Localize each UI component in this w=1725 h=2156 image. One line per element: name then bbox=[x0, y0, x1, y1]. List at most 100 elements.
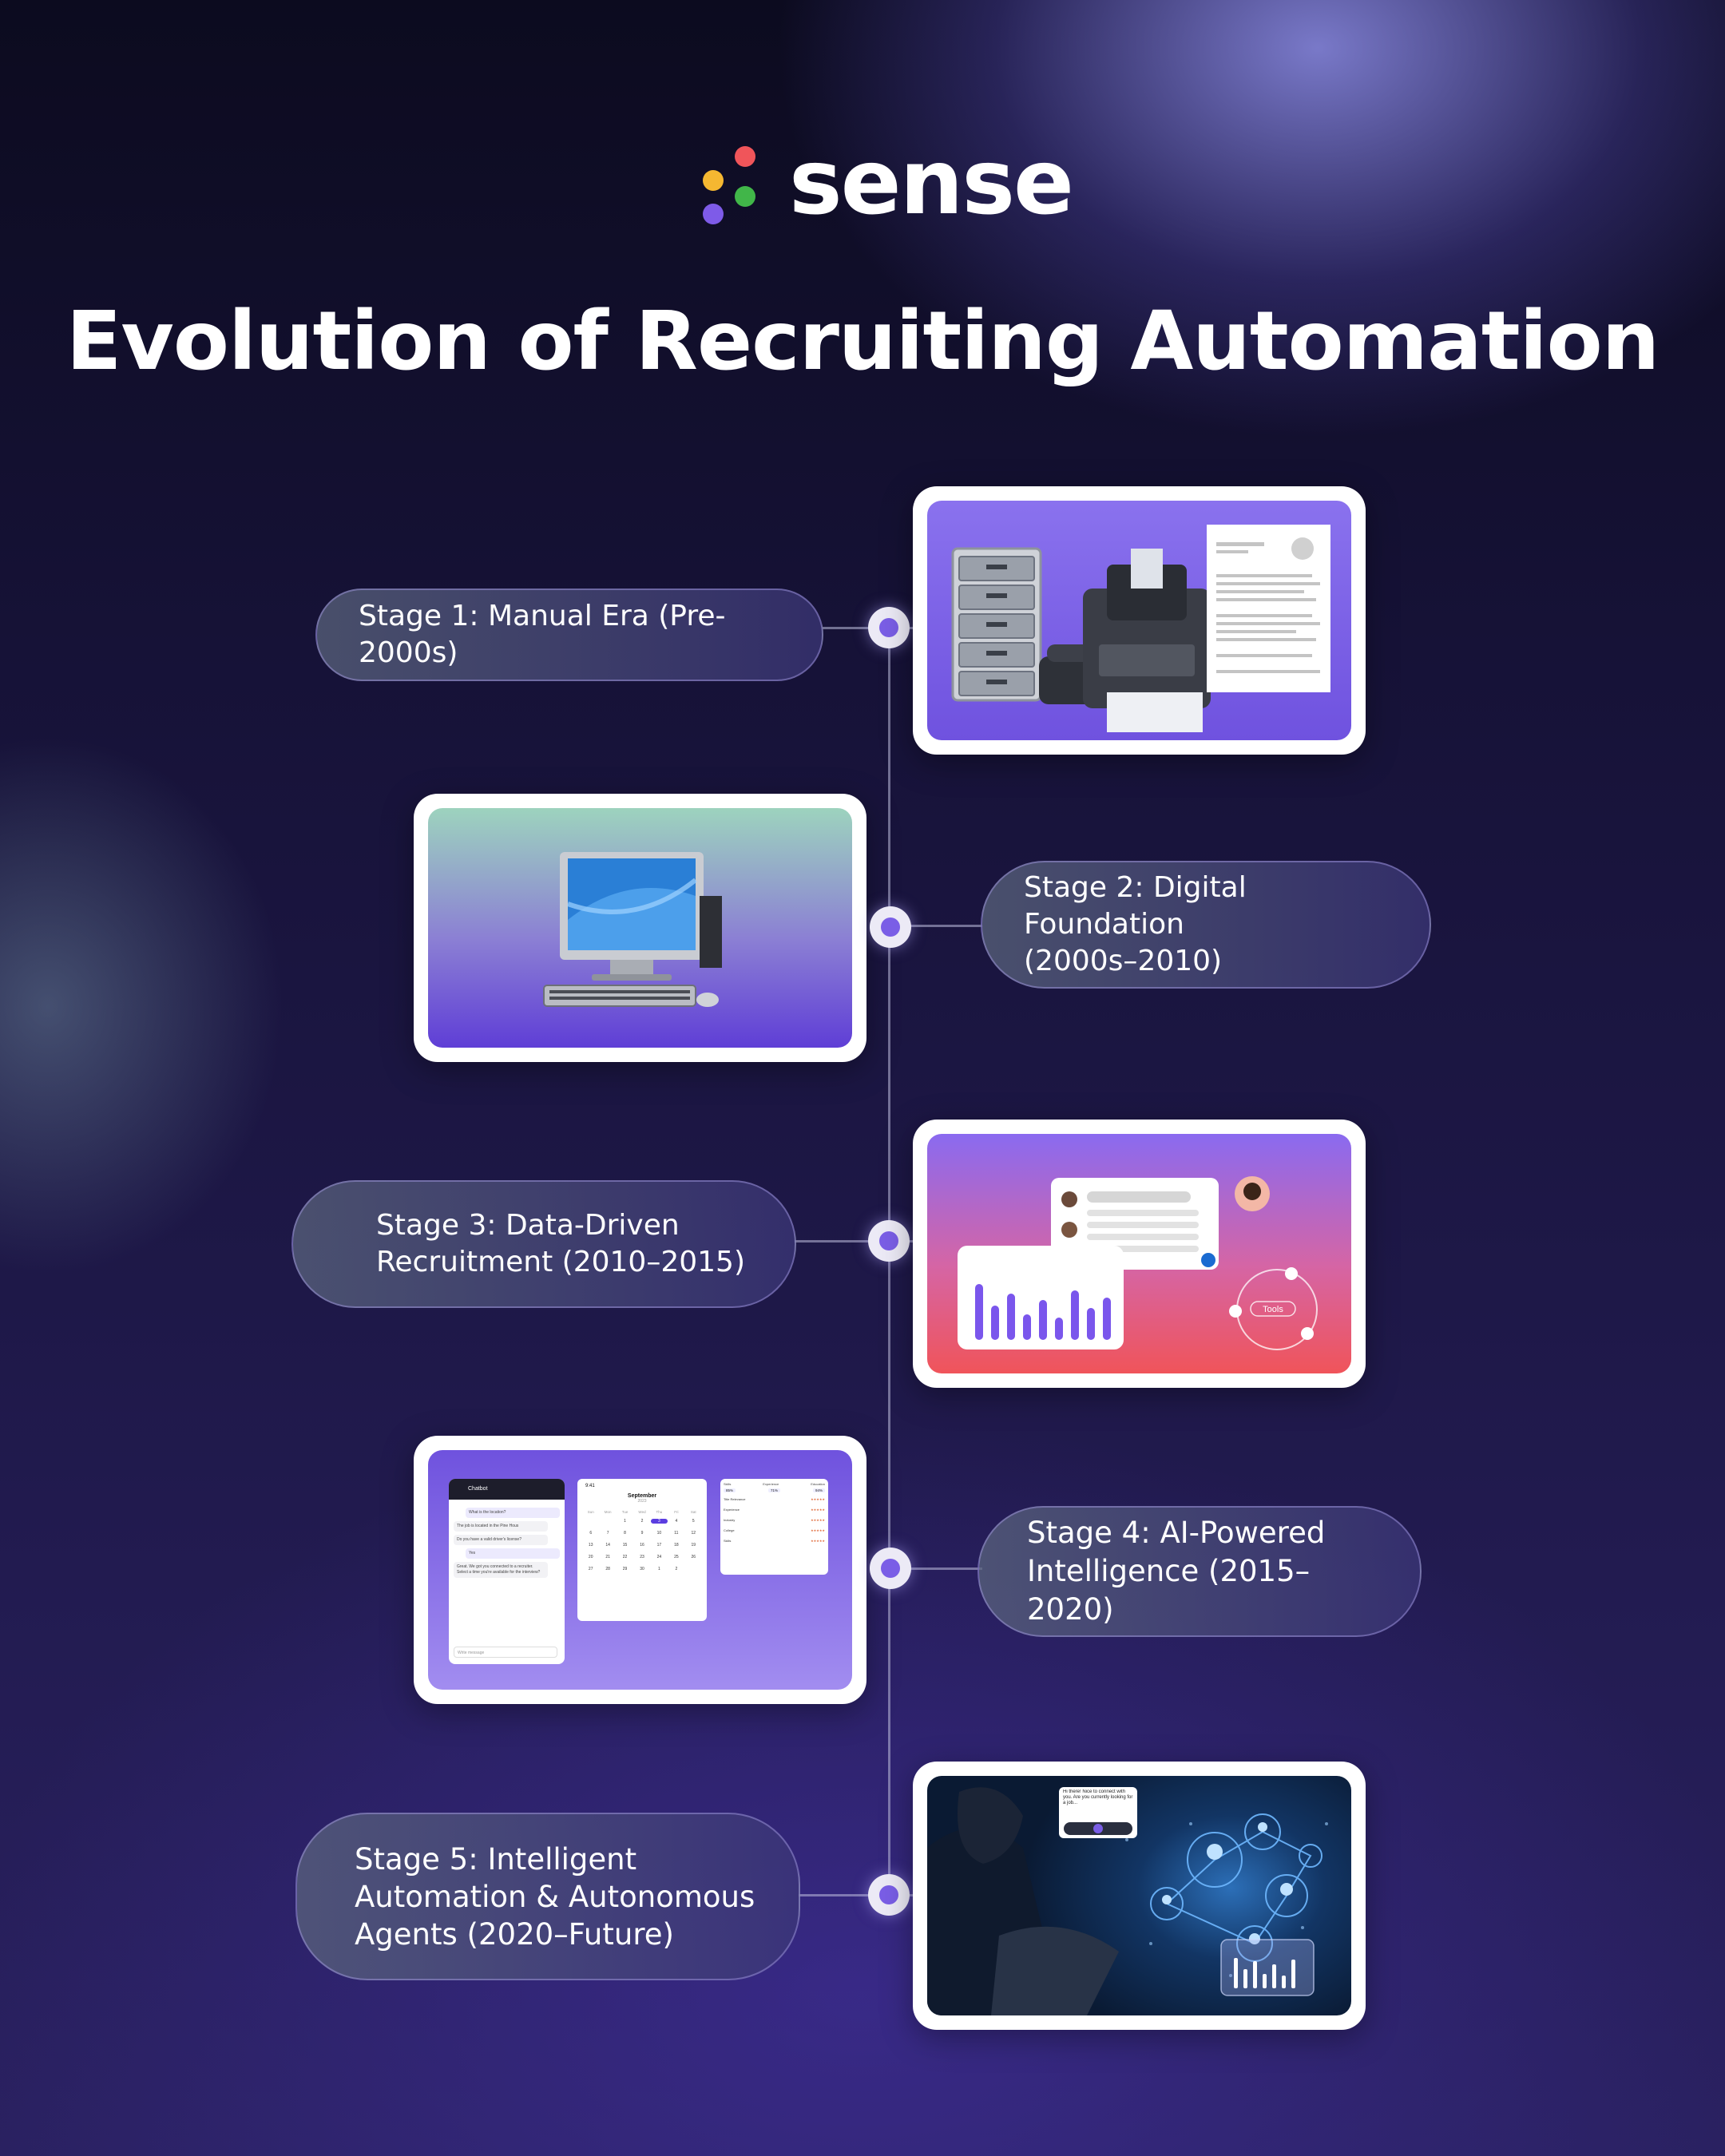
logo-dots-icon bbox=[703, 146, 767, 226]
calendar-day[interactable]: 18 bbox=[668, 1543, 684, 1548]
score-header: Skills bbox=[724, 1482, 731, 1486]
stage-1-pill: Stage 1: Manual Era (Pre-2000s) bbox=[315, 589, 823, 681]
chatbot-header: Chatbot bbox=[449, 1479, 565, 1500]
stage-2-node bbox=[870, 906, 911, 948]
score-values: 85% 71% 94% bbox=[724, 1488, 825, 1492]
calendar-day[interactable]: 29 bbox=[617, 1567, 633, 1571]
calendar-weekday: Thu bbox=[651, 1510, 668, 1514]
chat-message: Do you have a valid driver's license? bbox=[454, 1535, 548, 1545]
calendar-day[interactable]: 15 bbox=[617, 1543, 633, 1548]
calendar-day[interactable]: 8 bbox=[617, 1531, 633, 1536]
calendar-day[interactable]: 13 bbox=[582, 1543, 599, 1548]
calendar-day[interactable] bbox=[599, 1519, 616, 1524]
score-value: 94% bbox=[813, 1488, 825, 1492]
brand-name: sense bbox=[789, 131, 1073, 235]
stage-5-label: Stage 5: Intelligent Automation & Autono… bbox=[355, 1841, 755, 1953]
calendar-day[interactable]: 7 bbox=[599, 1531, 616, 1536]
calendar-day[interactable]: 20 bbox=[582, 1555, 599, 1560]
tools-label: Tools bbox=[1263, 1305, 1283, 1314]
calendar-day[interactable]: 28 bbox=[599, 1567, 616, 1571]
score-row: College★★★★★ bbox=[724, 1528, 825, 1533]
stage-2-image-card bbox=[414, 794, 866, 1062]
chat-messages: What is the location? The job is located … bbox=[449, 1500, 565, 1586]
calendar-day[interactable]: 14 bbox=[599, 1543, 616, 1548]
calendar-weekday: Fri bbox=[668, 1510, 684, 1514]
calendar-day[interactable]: 16 bbox=[633, 1543, 650, 1548]
score-header: Experience bbox=[763, 1482, 779, 1486]
calendar-day[interactable]: 2 bbox=[633, 1519, 650, 1524]
calendar-day[interactable]: 1 bbox=[617, 1519, 633, 1524]
calendar-day[interactable]: 5 bbox=[685, 1519, 702, 1524]
calendar-weekday: Tue bbox=[617, 1510, 633, 1514]
calendar-day[interactable]: 1 bbox=[651, 1567, 668, 1571]
calendar-year: 2023 bbox=[577, 1499, 707, 1504]
analytics-profiles-icon: Tools bbox=[927, 1134, 1351, 1373]
chat-message: What is the location? bbox=[466, 1508, 560, 1518]
calendar-day[interactable]: 6 bbox=[582, 1531, 599, 1536]
score-row: Skills★★★★★ bbox=[724, 1539, 825, 1544]
filing-cabinet-fax-resume-icon bbox=[927, 501, 1351, 740]
chatbot-panel: Chatbot What is the location? The job is … bbox=[449, 1479, 565, 1664]
calendar-day[interactable]: 12 bbox=[685, 1531, 702, 1536]
calendar-day[interactable]: 9 bbox=[633, 1531, 650, 1536]
chat-input: Write message bbox=[454, 1647, 557, 1658]
score-rows: Title Relevance★★★★★ Experience★★★★★ Indus… bbox=[724, 1497, 825, 1544]
score-row: Industry★★★★★ bbox=[724, 1518, 825, 1523]
calendar-day[interactable]: 17 bbox=[651, 1543, 668, 1548]
calendar-weekday: Sun bbox=[582, 1510, 599, 1514]
ai-agent-network-icon: Hi there! Nice to connect with you. Are … bbox=[927, 1776, 1351, 2015]
timeline-line bbox=[888, 623, 890, 1900]
score-value: 85% bbox=[724, 1488, 736, 1492]
score-row: Experience★★★★★ bbox=[724, 1508, 825, 1512]
calendar-day[interactable] bbox=[685, 1567, 702, 1571]
chat-message: Great. We got you connected to a recruit… bbox=[454, 1562, 548, 1578]
stage-1-illustration bbox=[927, 501, 1351, 740]
calendar-day[interactable]: 10 bbox=[651, 1531, 668, 1536]
calendar-day[interactable]: 4 bbox=[668, 1519, 684, 1524]
stage-4-illustration: Chatbot What is the location? The job is … bbox=[428, 1450, 852, 1690]
score-row: Title Relevance★★★★★ bbox=[724, 1497, 825, 1502]
stage-5-node bbox=[868, 1874, 910, 1916]
calendar-time: 9:41 bbox=[577, 1479, 707, 1493]
calendar-day[interactable] bbox=[582, 1519, 599, 1524]
calendar-day[interactable]: 3 bbox=[651, 1519, 668, 1524]
calendar-month: September bbox=[577, 1493, 707, 1499]
calendar-day[interactable]: 19 bbox=[685, 1543, 702, 1548]
score-value: 71% bbox=[768, 1488, 780, 1492]
calendar-day[interactable]: 26 bbox=[685, 1555, 702, 1560]
chat-message: The job is located in the Pine Hous bbox=[454, 1521, 548, 1532]
calendar-weekday: Sat bbox=[685, 1510, 702, 1514]
calendar-day[interactable]: 11 bbox=[668, 1531, 684, 1536]
score-header: Education bbox=[811, 1482, 825, 1486]
score-headers: Skills Experience Education bbox=[724, 1482, 825, 1486]
calendar-weekday: Wed bbox=[633, 1510, 650, 1514]
calendar-day[interactable]: 27 bbox=[582, 1567, 599, 1571]
calendar-day[interactable]: 21 bbox=[599, 1555, 616, 1560]
brand-logo: sense bbox=[703, 142, 1038, 230]
stage-3-pill: Stage 3: Data-Driven Recruitment (2010–2… bbox=[291, 1180, 796, 1308]
stage-4-image-card: Chatbot What is the location? The job is … bbox=[414, 1436, 866, 1704]
calendar-day[interactable]: 22 bbox=[617, 1555, 633, 1560]
stage-1-image-card bbox=[913, 486, 1366, 755]
stage-4-pill: Stage 4: AI-Powered Intelligence (2015–2… bbox=[978, 1506, 1422, 1637]
page-title: Evolution of Recruiting Automation bbox=[0, 294, 1725, 389]
calendar-day[interactable]: 24 bbox=[651, 1555, 668, 1560]
chat-message: Yes bbox=[466, 1548, 560, 1559]
stage-4-label: Stage 4: AI-Powered Intelligence (2015–2… bbox=[1027, 1514, 1388, 1629]
agent-chat-bubble: Hi there! Nice to connect with you. Are … bbox=[1063, 1789, 1135, 1806]
calendar-day[interactable]: 2 bbox=[668, 1567, 684, 1571]
desktop-computer-icon bbox=[428, 808, 852, 1048]
stage-1-label: Stage 1: Manual Era (Pre-2000s) bbox=[359, 598, 790, 672]
scorecard-panel: Skills Experience Education 85% 71% 94% Titl… bbox=[720, 1479, 828, 1575]
stage-2-illustration bbox=[428, 808, 852, 1048]
calendar-day[interactable]: 25 bbox=[668, 1555, 684, 1560]
stage-5-image-card: Hi there! Nice to connect with you. Are … bbox=[913, 1762, 1366, 2030]
calendar-day[interactable]: 30 bbox=[633, 1567, 650, 1571]
calendar-day[interactable]: 23 bbox=[633, 1555, 650, 1560]
stage-3-image-card: Tools bbox=[913, 1120, 1366, 1388]
calendar-panel: 9:41 September 2023 SunMonTueWedThuFriSa… bbox=[577, 1479, 707, 1621]
stage-2-pill: Stage 2: Digital Foundation (2000s–2010) bbox=[981, 861, 1431, 989]
stage-1-node bbox=[868, 607, 910, 648]
